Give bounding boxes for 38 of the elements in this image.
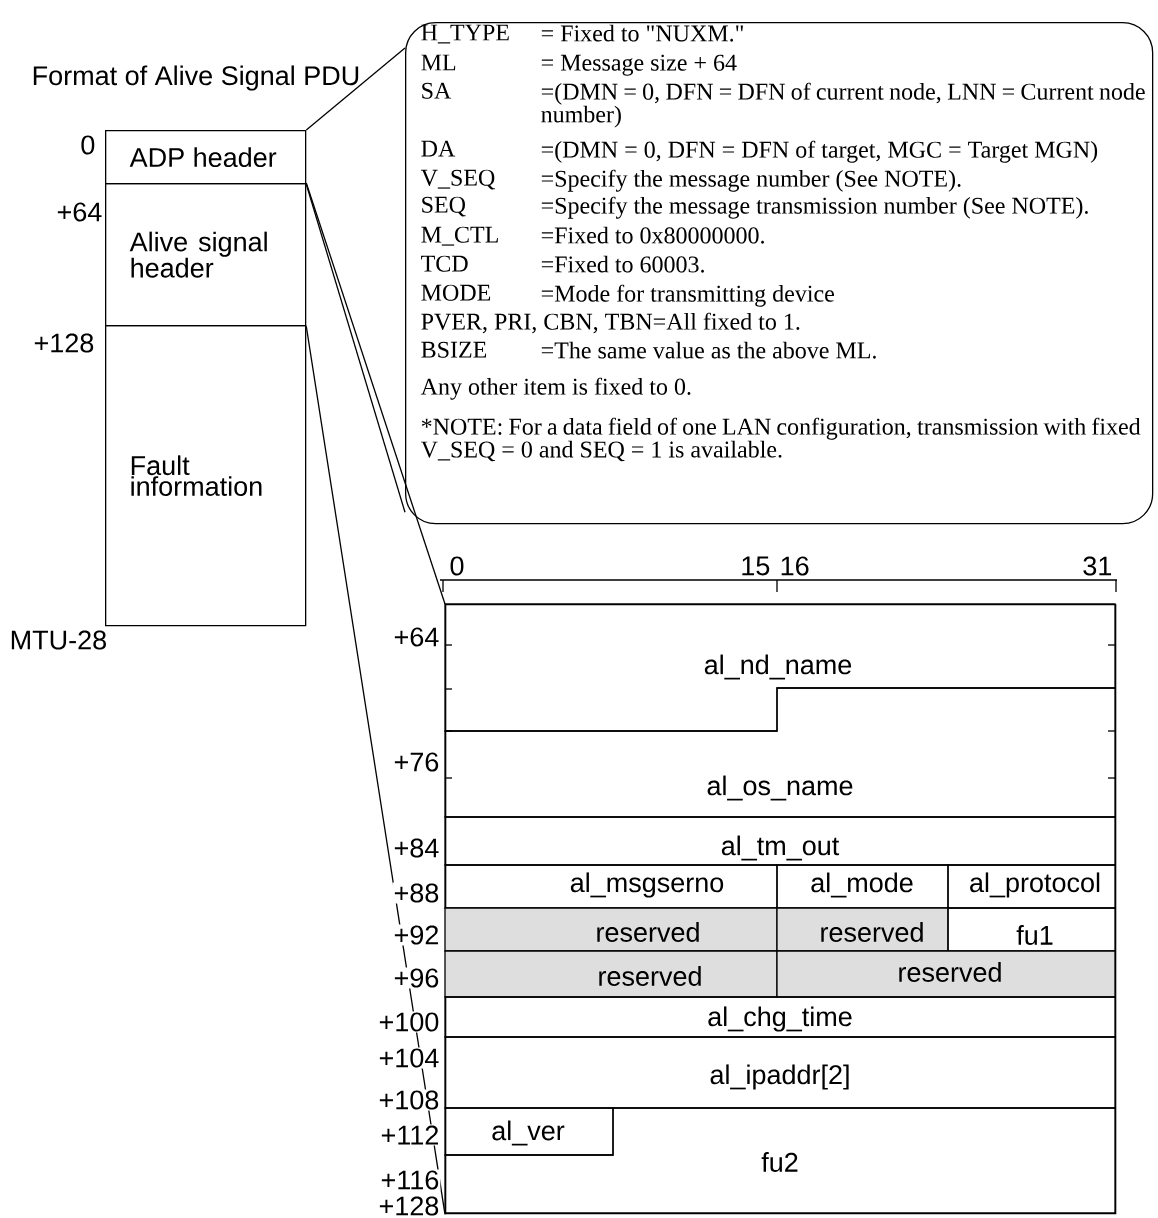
offset-label: +96 — [392, 967, 441, 989]
segment-box: Fault information — [105, 325, 307, 627]
offset-label: +64 — [57, 202, 102, 222]
field-cell: al_ipaddr[2] — [444, 1036, 1116, 1109]
offset-label: +104 — [377, 1047, 441, 1069]
zoom-line — [305, 183, 406, 513]
offset-label: +108 — [377, 1089, 441, 1111]
offset-label: 31 — [1083, 556, 1112, 576]
field-cell: al_protocol — [947, 864, 1116, 909]
offset-label: MTU-28 — [11, 630, 106, 650]
offset-label: +88 — [392, 882, 441, 904]
zoom-line — [305, 182, 446, 605]
field-cell: reserved — [444, 950, 778, 998]
field-cell: reserved — [444, 907, 778, 952]
callout-box: H_TYPE = Fixed to "NUXM." ML = Message size + 64 SA =(DMN = 0, DFN = DFN of current node, LNN = Current node number) DA =(DMN = 0, DFN = DFN of target, MGC = Target MGN) V_SEQ =Specify the message number (See NOTE). SEQ =Specify the message transmission number (See NOTE). M_CTL =Fixed to 0x80000000. TCD =Fixed to 60003. MODE =Mode for transmitting device PVER, PRI, CBN, TBN=All fixed to 1. BSIZE =The same value as the above ML. Any other item is fixed to 0. *NOTE: For a data field of one LAN configuration, transmission with fixed V_SEQ = 0 and SEQ = 1 is available. — [405, 22, 1154, 525]
offset-label: +112 — [379, 1124, 441, 1146]
zoom-line — [305, 47, 406, 131]
offset-label: +64 — [392, 626, 441, 648]
offset-label: +92 — [392, 924, 441, 946]
offset-label: 0 — [81, 135, 95, 155]
field-cell: al_os_name — [444, 687, 1116, 818]
segment-box: Alive signal header — [105, 183, 307, 327]
offset-label: +128 — [377, 1195, 441, 1217]
offset-label: +100 — [377, 1011, 441, 1033]
offset-label: 16 — [781, 556, 809, 576]
field-cell: reserved — [776, 907, 949, 952]
field-cell: al_nd_name — [444, 603, 1116, 732]
offset-label: +128 — [34, 333, 94, 353]
field-cell: al_tm_out — [444, 816, 1116, 866]
offset-label: +84 — [392, 837, 441, 859]
offset-label: 15 — [742, 556, 770, 576]
segment-box: ADP header — [105, 130, 307, 185]
field-cell: al_ver — [444, 1107, 614, 1156]
offset-label: +116 — [379, 1169, 441, 1191]
field-cell: al_chg_time — [444, 996, 1116, 1038]
title: Format of Alive Signal PDU — [33, 65, 359, 91]
offset-label: 0 — [450, 556, 464, 576]
offset-label: +76 — [392, 751, 441, 773]
